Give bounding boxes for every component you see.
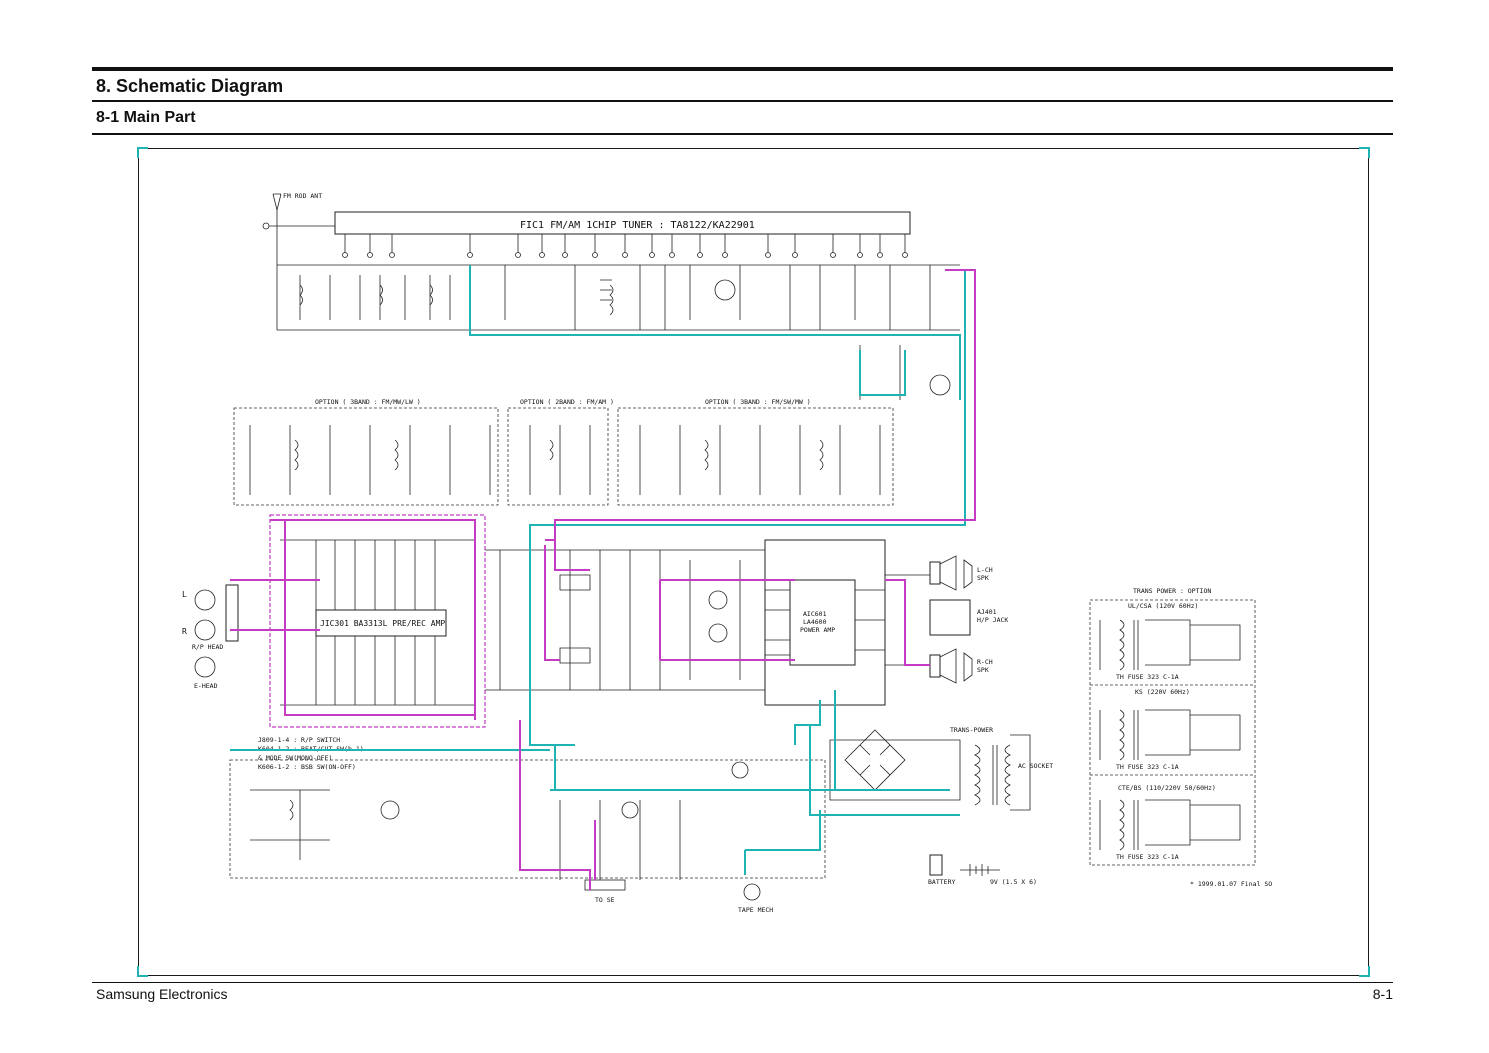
channel-l-label: L [182,590,187,599]
fm-antenna: FM ROD ANT [262,192,335,330]
to-se-label: TO SE [595,896,615,904]
tuner-title: FIC1 FM/AM 1CHIP TUNER : TA8122/KA22901 [520,220,755,231]
trans-power-label: TRANS-POWER [950,726,993,734]
preamp-section: JIC301 BA3313L PRE/REC AMP [269,514,486,728]
footer-rule [92,982,1393,983]
subsection-title: 8-1 Main Part [96,109,196,126]
power-amp-part: LA4600 [803,618,827,626]
top-rule [92,67,1393,71]
hp-jack-label: H/P JACK [977,616,1008,624]
subtitle-rule [92,133,1393,135]
tape-mech-label: TAPE MECH [738,906,773,914]
fuse-label: TH FUSE 323 C-1A [1116,763,1179,771]
lower-circuits [229,759,826,901]
power-supply: TRANS-POWER AC SOCKET BATTERY 9V (1.5 X … [829,726,1053,886]
option-3band-lw: OPTION ( 3BAND : FM/MW/LW ) [315,398,421,406]
option-2band: OPTION ( 2BAND : FM/AM ) [520,398,614,406]
fm-rod-ant-label: FM ROD ANT [283,192,322,200]
rp-head-label: R/P HEAD [192,643,223,651]
power-amp-ref: AIC601 [803,610,827,618]
schematic-frame [138,148,1369,976]
speakers: L-CH SPK R-CH SPK AJ401 H/P JACK [929,555,1008,684]
battery-spec: 9V (1.5 X 6) [990,878,1037,886]
ks-label: KS (220V 60Hz) [1135,688,1190,696]
note-line: & MODE SW(MONO-OFF) [258,754,332,762]
lch-label: L-CH [977,566,993,574]
fuse-label: TH FUSE 323 C-1A [1116,673,1179,681]
cyan-traces [230,265,966,875]
lch-spk-label: SPK [977,574,989,582]
section-title: 8. Schematic Diagram [96,76,284,96]
title-rule [92,100,1393,102]
ul-csa-label: UL/CSA (120V 60Hz) [1128,602,1198,610]
note-line: K606-1-2 : BSB SW(ON-OFF) [258,763,356,771]
trans-power-option-title: TRANS POWER : OPTION [1133,587,1211,595]
driver-stage [485,549,765,691]
preamp-ic-label: JIC301 BA3313L PRE/REC AMP [320,619,445,628]
fuse-label: TH FUSE 323 C-1A [1116,853,1179,861]
notes: J809-1-4 : R/P SWITCH K604-1-2 : BEAT/CU… [258,736,364,771]
frame-corner-marks [137,147,1370,977]
date-note: * 1999.01.07 Final SO [1190,880,1272,888]
ac-socket-label: AC SOCKET [1018,762,1053,770]
power-amp-ic: AIC601 LA4600 POWER AMP [764,539,930,706]
e-head-label: E-HEAD [194,682,218,690]
rch-spk-label: SPK [977,666,989,674]
option-blocks: OPTION ( 3BAND : FM/MW/LW ) OPTION ( 2BA… [233,398,894,506]
tuner-ic: FIC1 FM/AM 1CHIP TUNER : TA8122/KA22901 [334,211,911,258]
rch-label: R-CH [977,658,993,666]
channel-r-label: R [182,627,187,636]
footer-company: Samsung Electronics [96,986,228,1002]
note-line: J809-1-4 : R/P SWITCH [258,736,340,744]
footer-page-number: 8-1 [1372,986,1393,1002]
magenta-traces [230,269,976,890]
battery-label: BATTERY [928,878,955,886]
cte-bs-label: CTE/BS (110/220V 50/60Hz) [1118,784,1216,792]
tuner-frontend-wiring [277,264,960,400]
hp-jack-ref: AJ401 [977,608,997,616]
tape-heads: L R R/P HEAD E-HEAD [182,584,239,690]
option-3band-sw: OPTION ( 3BAND : FM/SW/MW ) [705,398,811,406]
trans-power-options: TRANS POWER : OPTION UL/CSA (120V 60Hz) … [1089,587,1256,866]
power-amp-label: POWER AMP [800,626,835,634]
